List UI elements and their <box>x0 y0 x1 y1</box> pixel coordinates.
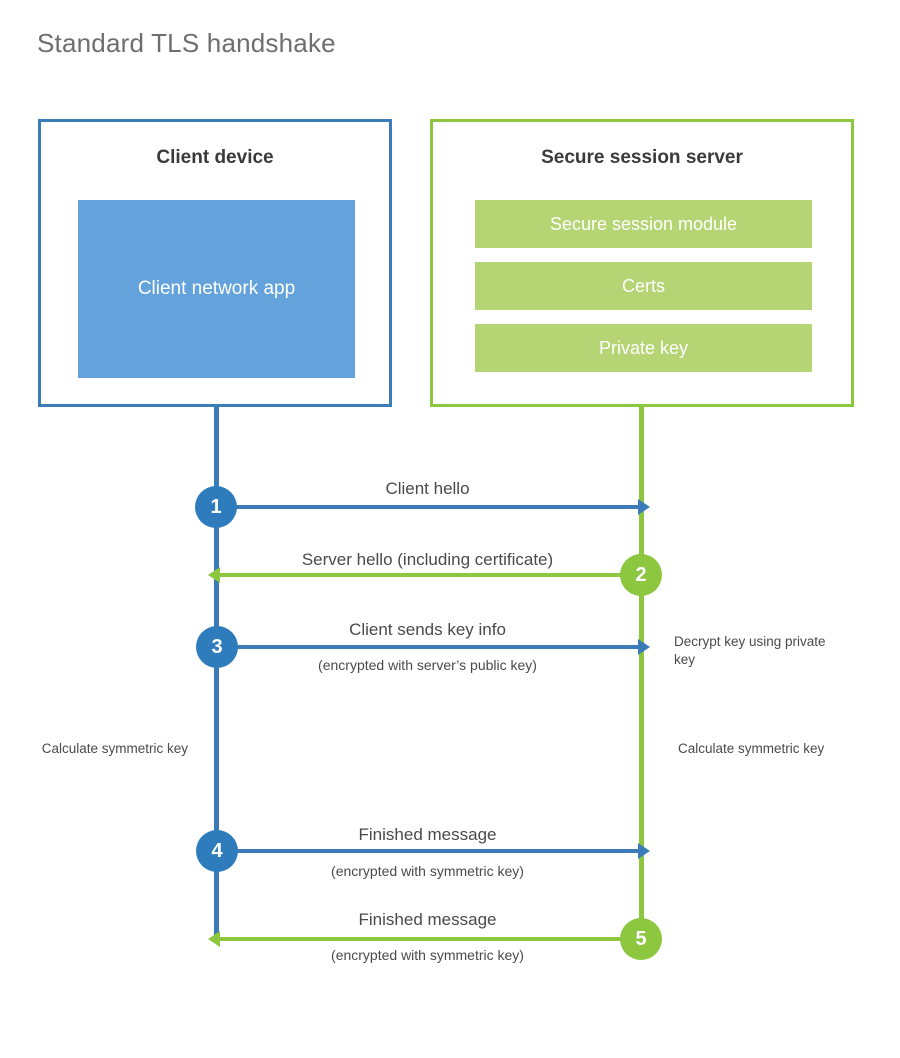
arrowhead-right-icon <box>638 499 650 515</box>
label-step-1: Client hello <box>385 479 470 498</box>
arrow-step-5 <box>208 931 641 947</box>
client-lifeline <box>214 404 219 941</box>
server-component-secure-session-module: Secure session module <box>475 200 812 248</box>
client-device-box: Client device Client network app <box>38 119 392 407</box>
arrow-step-1 <box>216 499 650 515</box>
client-network-app-box: Client network app <box>78 200 355 378</box>
sublabel-step-4: (encrypted with symmetric key) <box>331 863 524 879</box>
step-marker-2: 2 <box>620 554 662 596</box>
arrowhead-right-icon <box>638 639 650 655</box>
server-component-certs: Certs <box>475 262 812 310</box>
arrowhead-left-icon <box>208 931 220 947</box>
server-component-stack: Secure session module Certs Private key <box>475 200 812 372</box>
sublabel-step-5: (encrypted with symmetric key) <box>331 947 524 963</box>
label-step-2: Server hello (including certificate) <box>301 550 554 569</box>
secure-session-server-title: Secure session server <box>541 147 743 168</box>
arrow-step-3 <box>216 639 650 655</box>
label-step-3: Client sends key info <box>349 620 506 639</box>
arrow-step-2 <box>208 567 641 583</box>
annotation-client-calculate-symmetric-key: Calculate symmetric key <box>41 741 188 756</box>
arrow-step-4 <box>216 843 650 859</box>
label-step-5: Finished message <box>358 910 497 929</box>
page-title: Standard TLS handshake <box>37 28 336 58</box>
step-marker-5: 5 <box>620 918 662 960</box>
annotation-server-decrypt-key: Decrypt key using private key <box>674 634 826 667</box>
step-marker-3: 3 <box>196 626 238 668</box>
server-component-private-key: Private key <box>475 324 812 372</box>
label-step-4: Finished message <box>358 825 497 844</box>
annotation-server-calculate-symmetric-key: Calculate symmetric key <box>678 741 825 756</box>
arrowhead-right-icon <box>638 843 650 859</box>
server-lifeline <box>639 404 644 939</box>
arrowhead-left-icon <box>208 567 220 583</box>
sublabel-step-3: (encrypted with server’s public key) <box>318 657 537 673</box>
step-marker-1: 1 <box>195 486 237 528</box>
secure-session-server-box: Secure session server Secure session mod… <box>430 119 854 407</box>
step-marker-4: 4 <box>196 830 238 872</box>
client-device-title: Client device <box>156 147 274 168</box>
